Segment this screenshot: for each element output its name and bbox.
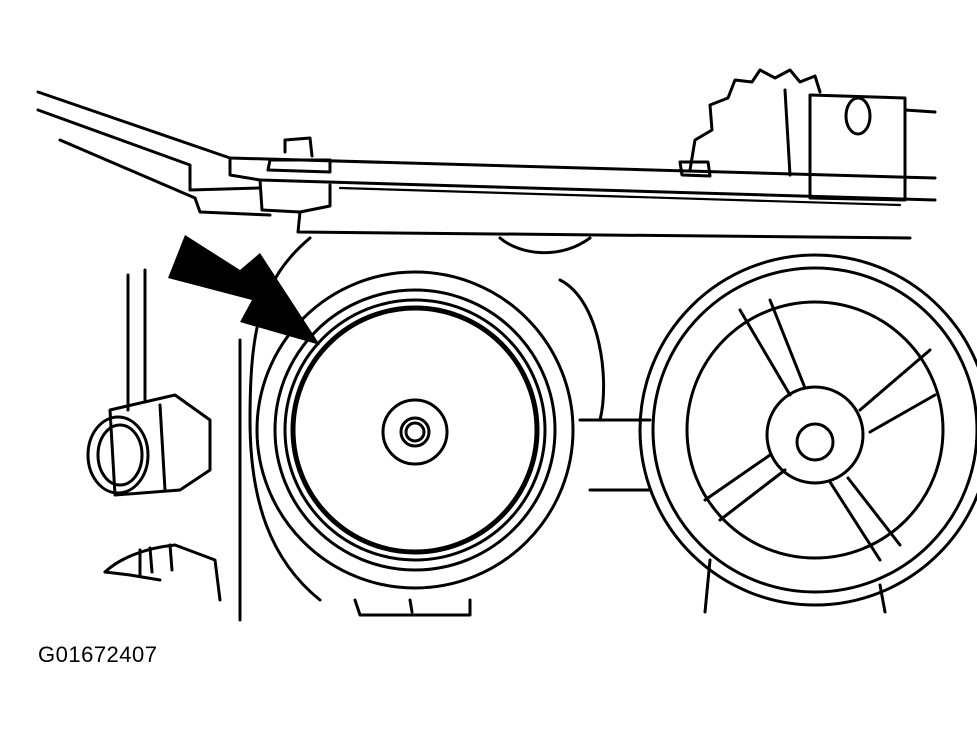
lower-connector bbox=[103, 543, 222, 602]
figure-id-label: G01672407 bbox=[38, 642, 158, 667]
right-pulley bbox=[638, 253, 977, 607]
engine-housing bbox=[238, 236, 887, 622]
mounting-bracket bbox=[36, 90, 937, 240]
engine-pulley-diagram bbox=[36, 68, 977, 622]
left-pulley bbox=[255, 270, 575, 590]
pointer-arrow bbox=[168, 235, 320, 345]
bracket-bolt-right bbox=[678, 160, 712, 178]
hex-nut-fitting bbox=[86, 268, 212, 497]
bracket-bolt-left bbox=[266, 136, 332, 174]
toothed-gear-segment bbox=[688, 68, 937, 202]
